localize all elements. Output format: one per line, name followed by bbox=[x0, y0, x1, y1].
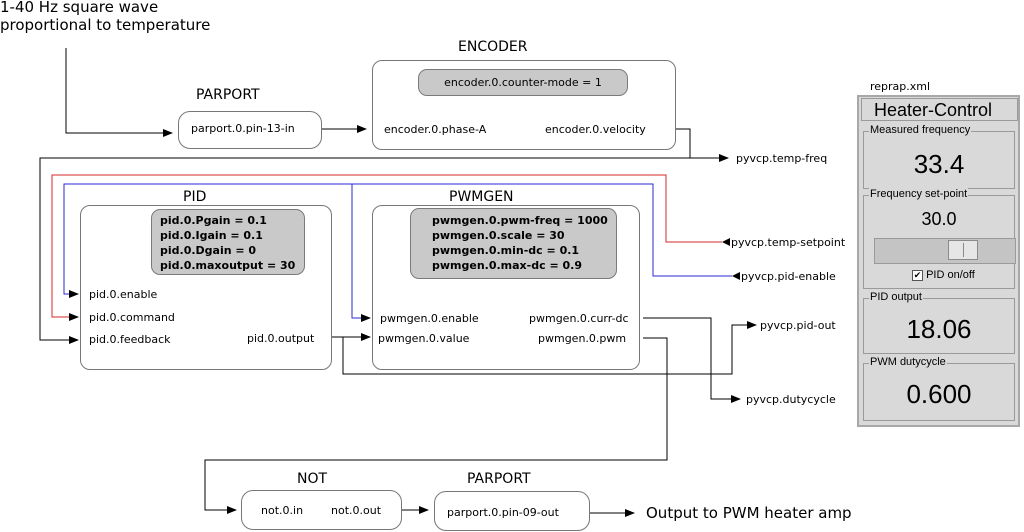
wire-velocity bbox=[39, 128, 691, 344]
pid-output-frame: PID output 18.06 bbox=[863, 291, 1015, 354]
input-signal-line1: 1-40 Hz square wave bbox=[0, 0, 159, 16]
output-note: Output to PWM heater amp bbox=[646, 504, 852, 522]
not-block bbox=[241, 490, 402, 530]
not-pin-in: not.0.in bbox=[261, 504, 304, 517]
encoder-pin-velocity: encoder.0.velocity bbox=[545, 123, 646, 136]
pwmgen-pin-enable: pwmgen.0.enable bbox=[380, 312, 479, 325]
parport-in-title: PARPORT bbox=[196, 87, 260, 103]
not-pin-out: not.0.out bbox=[331, 504, 382, 517]
pid-checkbox-label: PID on/off bbox=[926, 269, 975, 281]
setpoint-slider-handle[interactable] bbox=[948, 240, 978, 260]
measured-frequency-frame: Measured frequency 33.4 bbox=[863, 124, 1015, 189]
pwmgen-param-scale: pwmgen.0.scale = 30 bbox=[432, 229, 565, 242]
heater-control-panel: Heater-Control Measured frequency 33.4 F… bbox=[857, 95, 1020, 427]
pwmgen-param-max-dc: pwmgen.0.max-dc = 0.9 bbox=[432, 259, 582, 272]
encoder-param: encoder.0.counter-mode = 1 bbox=[444, 76, 602, 89]
parport-in-pin: parport.0.pin-13-in bbox=[191, 122, 295, 135]
pid-output-label: PID output bbox=[869, 291, 923, 303]
pid-param-box: pid.0.Pgain = 0.1 pid.0.Igain = 0.1 pid.… bbox=[151, 209, 305, 275]
pwm-duty-label: PWM dutycycle bbox=[869, 356, 947, 368]
pyvcp-temp-setpoint: pyvcp.temp-setpoint bbox=[731, 236, 846, 249]
pid-pin-output: pid.0.output bbox=[247, 332, 315, 345]
wire-enable-pwm bbox=[351, 184, 371, 322]
pwm-duty-value: 0.600 bbox=[906, 379, 972, 409]
encoder-title: ENCODER bbox=[458, 39, 528, 55]
input-signal-line2: proportional to temperature bbox=[0, 16, 211, 34]
wire-setpoint bbox=[51, 174, 722, 321]
pid-pin-feedback: pid.0.feedback bbox=[89, 333, 171, 346]
setpoint-frame: Frequency set-point 30.0 ✔ PID on/off bbox=[863, 188, 1016, 289]
panel-file-label: reprap.xml bbox=[870, 80, 931, 93]
setpoint-value: 30.0 bbox=[921, 209, 957, 229]
setpoint-slider-trough[interactable] bbox=[874, 238, 1016, 264]
pid-output-value: 18.06 bbox=[906, 314, 972, 344]
pid-checkbox[interactable]: ✔ bbox=[912, 269, 923, 281]
measured-frequency-label: Measured frequency bbox=[869, 124, 972, 136]
encoder-param-box: encoder.0.counter-mode = 1 bbox=[418, 69, 628, 96]
pid-pin-command: pid.0.command bbox=[89, 311, 175, 324]
pwmgen-param-min-dc: pwmgen.0.min-dc = 0.1 bbox=[432, 244, 580, 257]
measured-frequency-value: 33.4 bbox=[913, 149, 965, 179]
parport-out-title: PARPORT bbox=[467, 471, 531, 487]
pid-param-igain: pid.0.Igain = 0.1 bbox=[160, 229, 263, 242]
wire-input-signal bbox=[65, 48, 173, 137]
pid-title: PID bbox=[183, 189, 207, 205]
pwmgen-pin-curr-dc: pwmgen.0.curr-dc bbox=[529, 312, 629, 325]
wire-pwm bbox=[204, 337, 668, 514]
pid-param-pgain: pid.0.Pgain = 0.1 bbox=[160, 214, 267, 227]
panel-title: Heater-Control bbox=[874, 100, 993, 120]
pid-param-dgain: pid.0.Dgain = 0 bbox=[160, 244, 257, 257]
encoder-pin-phase-a: encoder.0.phase-A bbox=[384, 123, 487, 136]
pyvcp-pid-enable: pyvcp.pid-enable bbox=[741, 270, 836, 283]
pid-pin-enable: pid.0.enable bbox=[89, 288, 158, 301]
pwmgen-pin-pwm: pwmgen.0.pwm bbox=[538, 332, 627, 345]
parport-out-pin: parport.0.pin-09-out bbox=[447, 506, 559, 519]
pwmgen-title: PWMGEN bbox=[449, 189, 514, 205]
pid-param-maxoutput: pid.0.maxoutput = 30 bbox=[160, 259, 296, 272]
pwmgen-param-box: pwmgen.0.pwm-freq = 1000 pwmgen.0.scale … bbox=[410, 208, 617, 279]
pwmgen-pin-value: pwmgen.0.value bbox=[378, 332, 470, 345]
setpoint-label: Frequency set-point bbox=[869, 188, 969, 200]
parport-in-block bbox=[178, 111, 322, 149]
wire-enable bbox=[63, 183, 732, 298]
panel-header: Heater-Control bbox=[861, 98, 1018, 121]
pyvcp-dutycycle: pyvcp.dutycycle bbox=[746, 393, 836, 406]
pid-toggle[interactable]: ✔ PID on/off bbox=[912, 269, 975, 281]
pyvcp-pid-out: pyvcp.pid-out bbox=[760, 319, 836, 332]
pwmgen-param-freq: pwmgen.0.pwm-freq = 1000 bbox=[432, 214, 608, 227]
wire-pid-out bbox=[342, 321, 757, 375]
pyvcp-temp-freq: pyvcp.temp-freq bbox=[736, 152, 828, 165]
wire-curr-dc bbox=[643, 317, 741, 403]
not-title: NOT bbox=[297, 471, 328, 487]
parport-out-block bbox=[434, 491, 590, 531]
pwm-duty-frame: PWM dutycycle 0.600 bbox=[863, 356, 1015, 421]
